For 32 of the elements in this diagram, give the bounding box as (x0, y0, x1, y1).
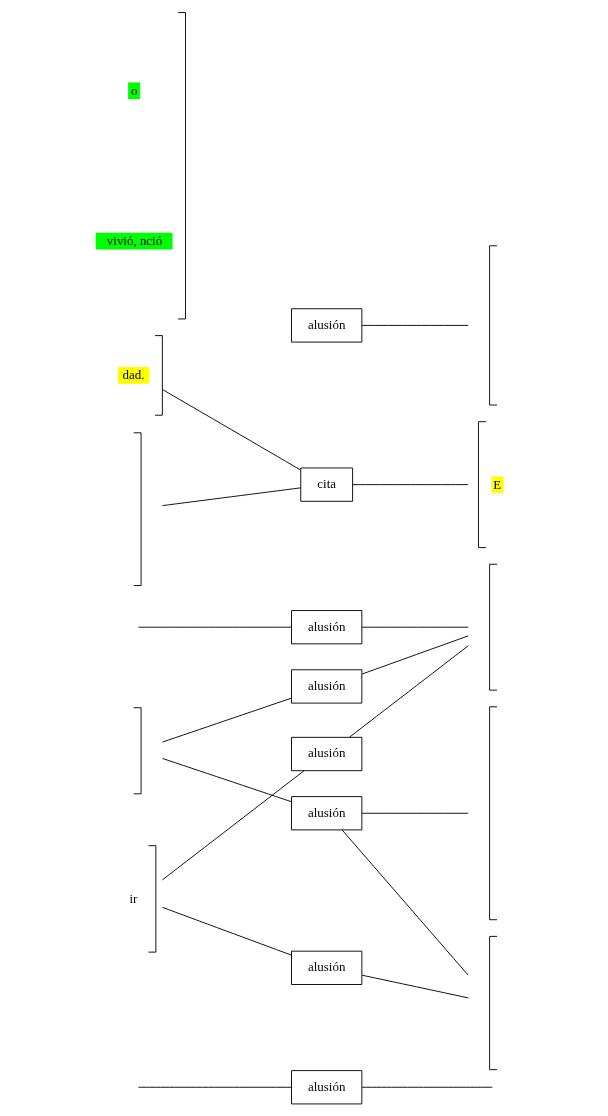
node-text: ir (129, 890, 138, 906)
connector (361, 626, 469, 628)
connector (349, 645, 469, 738)
node-box: cita (300, 467, 354, 502)
node-bracket (133, 432, 142, 586)
connector (161, 906, 292, 956)
node-box: alusión (291, 796, 363, 831)
node-bracket (489, 563, 498, 691)
connector (361, 635, 469, 675)
node-box: alusión (291, 736, 363, 772)
connector (361, 812, 469, 814)
node-box: alusión (291, 1070, 363, 1105)
node-box: alusión (291, 669, 363, 704)
connector (352, 484, 469, 486)
connector (137, 1086, 292, 1088)
node-box: alusión (291, 610, 363, 645)
connector (361, 324, 469, 326)
node-bracket (133, 707, 142, 795)
connector (161, 697, 292, 743)
node-bracket (489, 245, 498, 406)
connector (161, 487, 301, 507)
connector (361, 974, 469, 999)
connector (161, 757, 292, 803)
node-box: alusión (291, 950, 363, 985)
node-bracket (489, 706, 498, 921)
connector (161, 770, 305, 881)
connector (361, 1086, 493, 1088)
connector (161, 389, 301, 471)
connector (137, 626, 292, 628)
connector (341, 829, 469, 976)
node-box: alusión (291, 308, 363, 343)
node-bracket (489, 935, 498, 1071)
